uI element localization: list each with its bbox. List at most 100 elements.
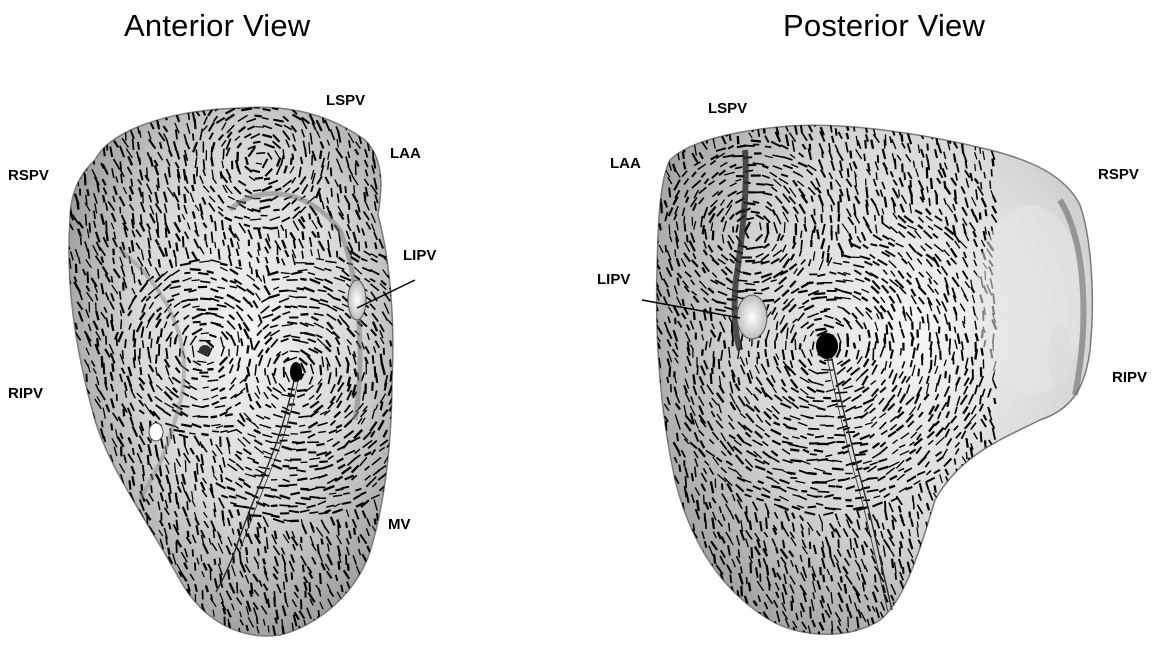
- fiber-stroke: [68, 177, 69, 186]
- fiber-stroke: [669, 366, 670, 377]
- fiber-stroke: [102, 517, 107, 524]
- fiber-stroke: [660, 577, 663, 583]
- fiber-stroke: [974, 529, 978, 537]
- fiber-stroke: [939, 115, 940, 123]
- fiber-stroke: [866, 187, 867, 199]
- fiber-stroke: [70, 608, 72, 619]
- fiber-stroke: [85, 490, 88, 500]
- fiber-stroke: [155, 545, 158, 551]
- fiber-stroke: [57, 592, 59, 599]
- fiber-stroke: [176, 256, 177, 267]
- fiber-stroke: [831, 182, 832, 190]
- fiber-stroke: [106, 221, 107, 232]
- fiber-stroke: [650, 618, 653, 625]
- fiber-stroke: [96, 463, 101, 473]
- fiber-stroke: [86, 447, 90, 454]
- fiber-stroke: [365, 582, 368, 592]
- fiber-stroke: [991, 477, 993, 486]
- fiber-stroke: [112, 363, 113, 371]
- fiber-stroke: [66, 169, 69, 178]
- fiber-stroke: [291, 158, 292, 165]
- fiber-stroke: [963, 114, 965, 122]
- fiber-stroke: [175, 627, 178, 633]
- fiber-stroke: [123, 520, 125, 529]
- fiber-stroke: [836, 486, 843, 487]
- fiber-stroke: [883, 115, 886, 127]
- fiber-stroke: [56, 100, 59, 105]
- fiber-stroke: [703, 617, 707, 627]
- fiber-stroke: [68, 183, 71, 193]
- fiber-stroke: [140, 367, 141, 375]
- fiber-stroke: [158, 556, 160, 564]
- fiber-stroke: [719, 119, 723, 127]
- fiber-stroke: [328, 240, 329, 248]
- fiber-stroke: [76, 539, 79, 545]
- fiber-stroke: [373, 114, 374, 123]
- fiber-stroke: [69, 485, 71, 493]
- fiber-stroke: [661, 203, 662, 214]
- fiber-stroke: [139, 106, 143, 116]
- fiber-stroke: [107, 93, 108, 105]
- fiber-stroke: [92, 129, 95, 140]
- fiber-stroke: [808, 429, 819, 430]
- fiber-stroke: [711, 613, 712, 620]
- fiber-stroke: [650, 368, 654, 378]
- fiber-stroke: [149, 250, 150, 258]
- fiber-stroke: [966, 502, 969, 508]
- fiber-stroke: [87, 131, 90, 142]
- fiber-stroke: [849, 257, 860, 258]
- fiber-stroke: [62, 512, 64, 519]
- fiber-stroke: [758, 340, 759, 348]
- fiber-stroke: [768, 510, 769, 518]
- fiber-stroke: [331, 168, 332, 177]
- fiber-stroke: [129, 114, 135, 124]
- fiber-stroke: [657, 178, 658, 185]
- fiber-stroke: [187, 501, 188, 510]
- fiber-stroke: [188, 113, 189, 120]
- fiber-stroke: [283, 101, 293, 104]
- fiber-stroke: [899, 189, 900, 196]
- fiber-stroke: [113, 258, 114, 265]
- fiber-stroke: [945, 371, 946, 378]
- fiber-stroke: [675, 140, 677, 151]
- fiber-stroke: [939, 566, 941, 572]
- fiber-stroke: [107, 130, 109, 138]
- fiber-stroke: [75, 339, 76, 347]
- fiber-stroke: [846, 432, 855, 433]
- fiber-stroke: [665, 522, 671, 531]
- fiber-stroke: [320, 150, 321, 159]
- fiber-stroke: [143, 192, 144, 203]
- fiber-stroke: [92, 530, 95, 536]
- fiber-stroke: [355, 620, 356, 630]
- fiber-stroke: [74, 553, 76, 565]
- fiber-stroke: [105, 503, 109, 510]
- fiber-stroke: [390, 359, 391, 367]
- fiber-stroke: [891, 627, 892, 633]
- fiber-stroke: [979, 562, 984, 572]
- fiber-stroke: [955, 529, 960, 536]
- fiber-stroke: [957, 582, 960, 590]
- fiber-stroke: [395, 548, 396, 556]
- fiber-stroke: [97, 516, 101, 525]
- fiber-stroke: [966, 530, 968, 540]
- fiber-stroke: [60, 555, 63, 561]
- fiber-stroke: [647, 549, 648, 557]
- fiber-stroke: [657, 560, 661, 568]
- fiber-stroke: [650, 230, 651, 239]
- fiber-stroke: [657, 584, 663, 594]
- fiber-stroke: [383, 529, 386, 537]
- fiber-stroke: [648, 152, 651, 159]
- fiber-stroke: [382, 195, 384, 203]
- fiber-stroke: [140, 583, 141, 590]
- fiber-stroke: [197, 463, 198, 475]
- fiber-stroke: [112, 547, 116, 554]
- fiber-stroke: [958, 123, 959, 134]
- fiber-stroke: [692, 564, 697, 573]
- fiber-stroke: [713, 603, 717, 612]
- fiber-stroke: [993, 159, 994, 167]
- fiber-stroke: [303, 141, 304, 148]
- fiber-stroke: [817, 113, 819, 123]
- fiber-stroke: [61, 528, 63, 537]
- fiber-stroke: [648, 326, 649, 333]
- fiber-stroke: [648, 221, 651, 231]
